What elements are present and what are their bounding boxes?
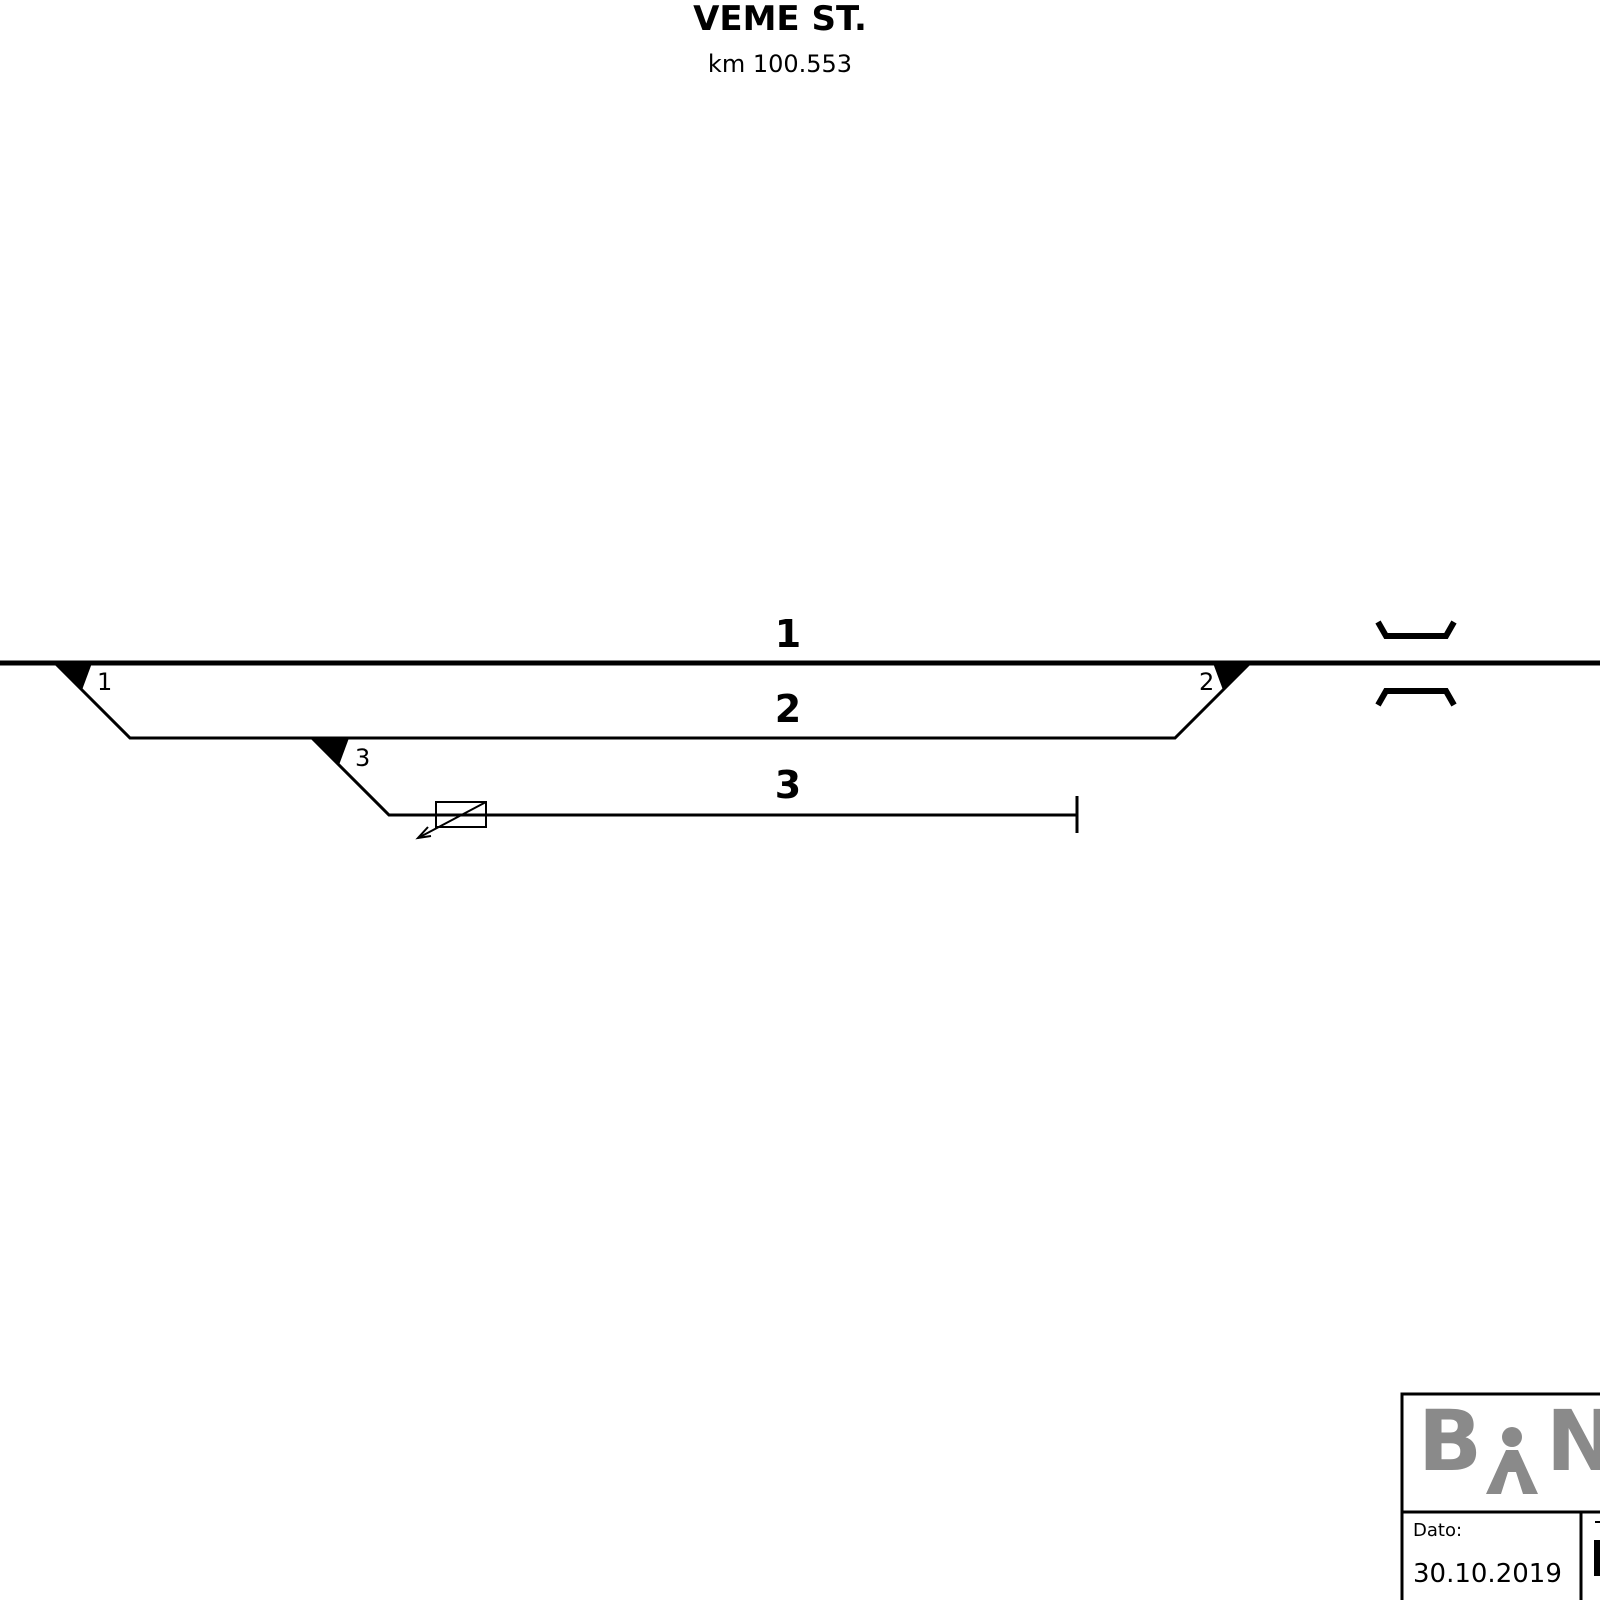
- switch-3-marker: [312, 738, 349, 765]
- logo-letter-n: N: [1546, 1392, 1600, 1490]
- date-label: Dato:: [1413, 1520, 1462, 1541]
- switch-1-marker: [55, 663, 92, 690]
- track-2-line: [53, 661, 1252, 740]
- logo-letter-b: B: [1418, 1392, 1482, 1490]
- track-3-label: 3: [775, 763, 801, 807]
- track-3-line: [310, 736, 1077, 817]
- logo-tunnel-mark: [1486, 1450, 1538, 1494]
- track-2-label: 2: [775, 687, 801, 731]
- track-1-label: 1: [775, 612, 801, 656]
- date-value: 30.10.2019: [1413, 1559, 1562, 1589]
- switch-2-label: 2: [1199, 668, 1214, 696]
- title-block: B N Dato: 30.10.2019: [1400, 1392, 1600, 1600]
- company-logo: B N: [1418, 1392, 1600, 1494]
- station-name: VEME ST.: [693, 0, 867, 39]
- switch-1-label: 1: [97, 668, 112, 696]
- switch-3-label: 3: [355, 744, 370, 772]
- derailer-icon: [415, 801, 487, 840]
- bridge-icon: [1375, 620, 1457, 707]
- station-km: km 100.553: [708, 50, 852, 78]
- switch-2-marker: [1213, 663, 1250, 690]
